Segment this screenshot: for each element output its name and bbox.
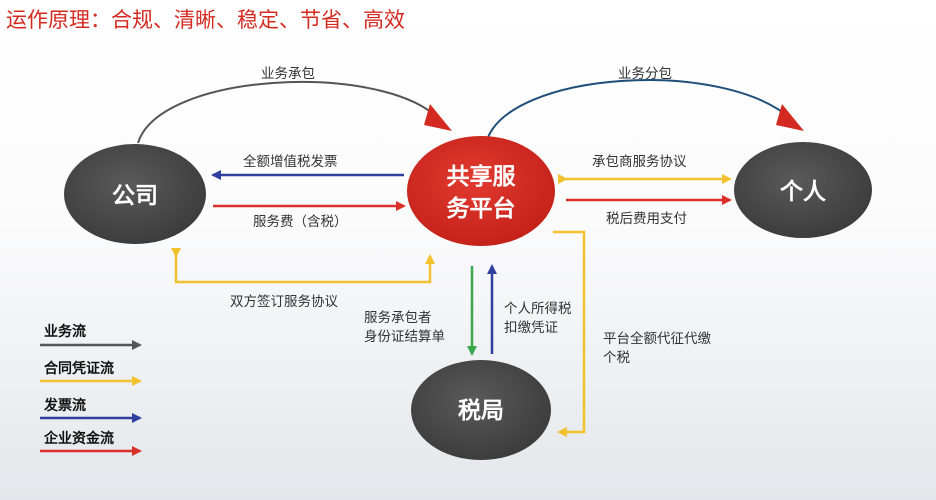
business-subcontract-arrow (486, 79, 791, 141)
bilateral-agreement-arrow (171, 248, 435, 284)
node-company-label: 公司 (112, 183, 158, 209)
edge-label-platform-tax-2: 个税 (603, 350, 631, 366)
node-tax-bureau-label: 税局 (458, 397, 504, 424)
edge-label-pit-2: 扣缴凭证 (504, 320, 558, 336)
node-tax-bureau: 税局 (411, 360, 551, 460)
edge-label-contractor-id-1: 服务承包者 (364, 310, 432, 326)
business-subcontract-arrowhead (776, 104, 804, 131)
edge-label-business-contract: 业务承包 (261, 66, 315, 82)
node-platform-label-2: 务平台 (447, 195, 516, 222)
platform-tax-arrow (553, 230, 586, 437)
node-platform: 共享服 务平台 (407, 136, 555, 246)
node-company: 公司 (64, 144, 206, 244)
legend-contract-flow: 合同凭证流 (44, 360, 114, 377)
edge-label-business-subcontract: 业务分包 (618, 66, 672, 82)
edge-label-after-tax-payment: 税后费用支付 (606, 211, 687, 227)
edge-label-service-fee: 服务费（含税） (253, 214, 348, 230)
business-contract-arrow (137, 81, 439, 144)
page-title: 运作原理：合规、清晰、稳定、节省、高效 (6, 8, 405, 32)
edge-label-vat-invoice: 全额增值税发票 (243, 153, 338, 170)
node-individual-label: 个人 (780, 179, 827, 205)
node-platform-label-1: 共享服 (447, 163, 517, 190)
edge-label-contractor-id-2: 身份证结算单 (364, 329, 445, 345)
edge-label-contractor-agreement: 承包商服务协议 (592, 154, 687, 170)
edge-label-pit-1: 个人所得税 (504, 300, 572, 317)
business-contract-arrowhead (424, 104, 452, 131)
legend-capital-flow: 企业资金流 (43, 430, 114, 447)
legend-business-flow: 业务流 (44, 323, 86, 340)
edge-label-bilateral-agreement: 双方签订服务协议 (230, 293, 338, 310)
node-individual: 个人 (734, 142, 872, 238)
edge-label-platform-tax-1: 平台全额代征代缴 (603, 330, 711, 347)
legend-invoice-flow: 发票流 (43, 397, 86, 414)
legend: 业务流 合同凭证流 发票流 企业资金流 (40, 323, 142, 456)
